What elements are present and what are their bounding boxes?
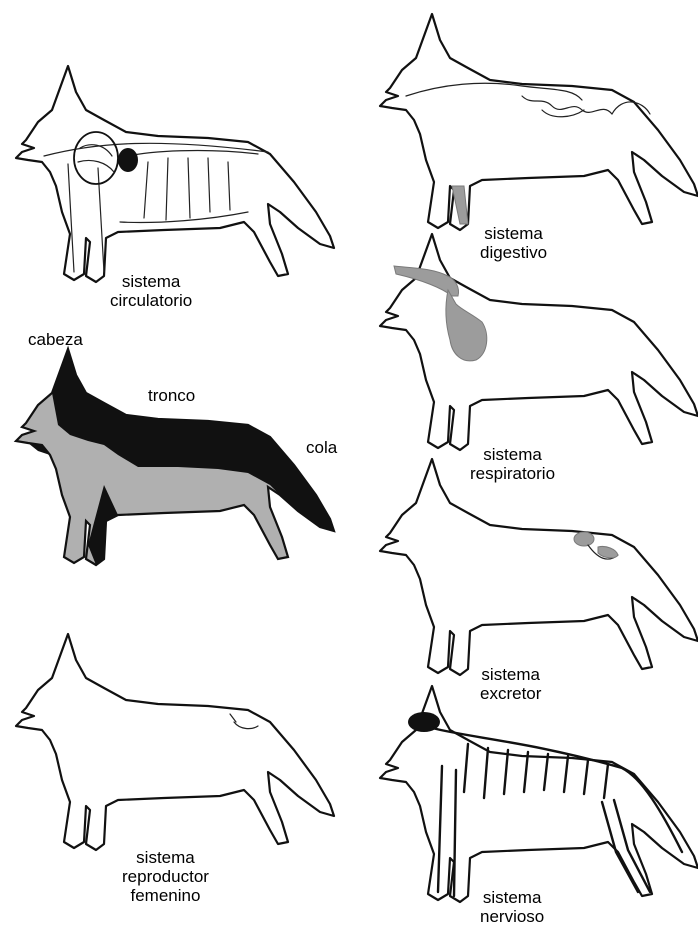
dog-body-parts-diagram [8,345,338,570]
dog-excretory-diagram [372,455,698,680]
dog-reproductive-diagram [8,630,338,855]
heart [118,148,138,172]
dog-circulatory-diagram [8,62,338,287]
dog-respiratory-diagram [372,230,698,455]
dog-nervous-diagram [372,682,698,907]
dog-digestive-diagram [372,10,698,235]
kidney [574,532,594,546]
